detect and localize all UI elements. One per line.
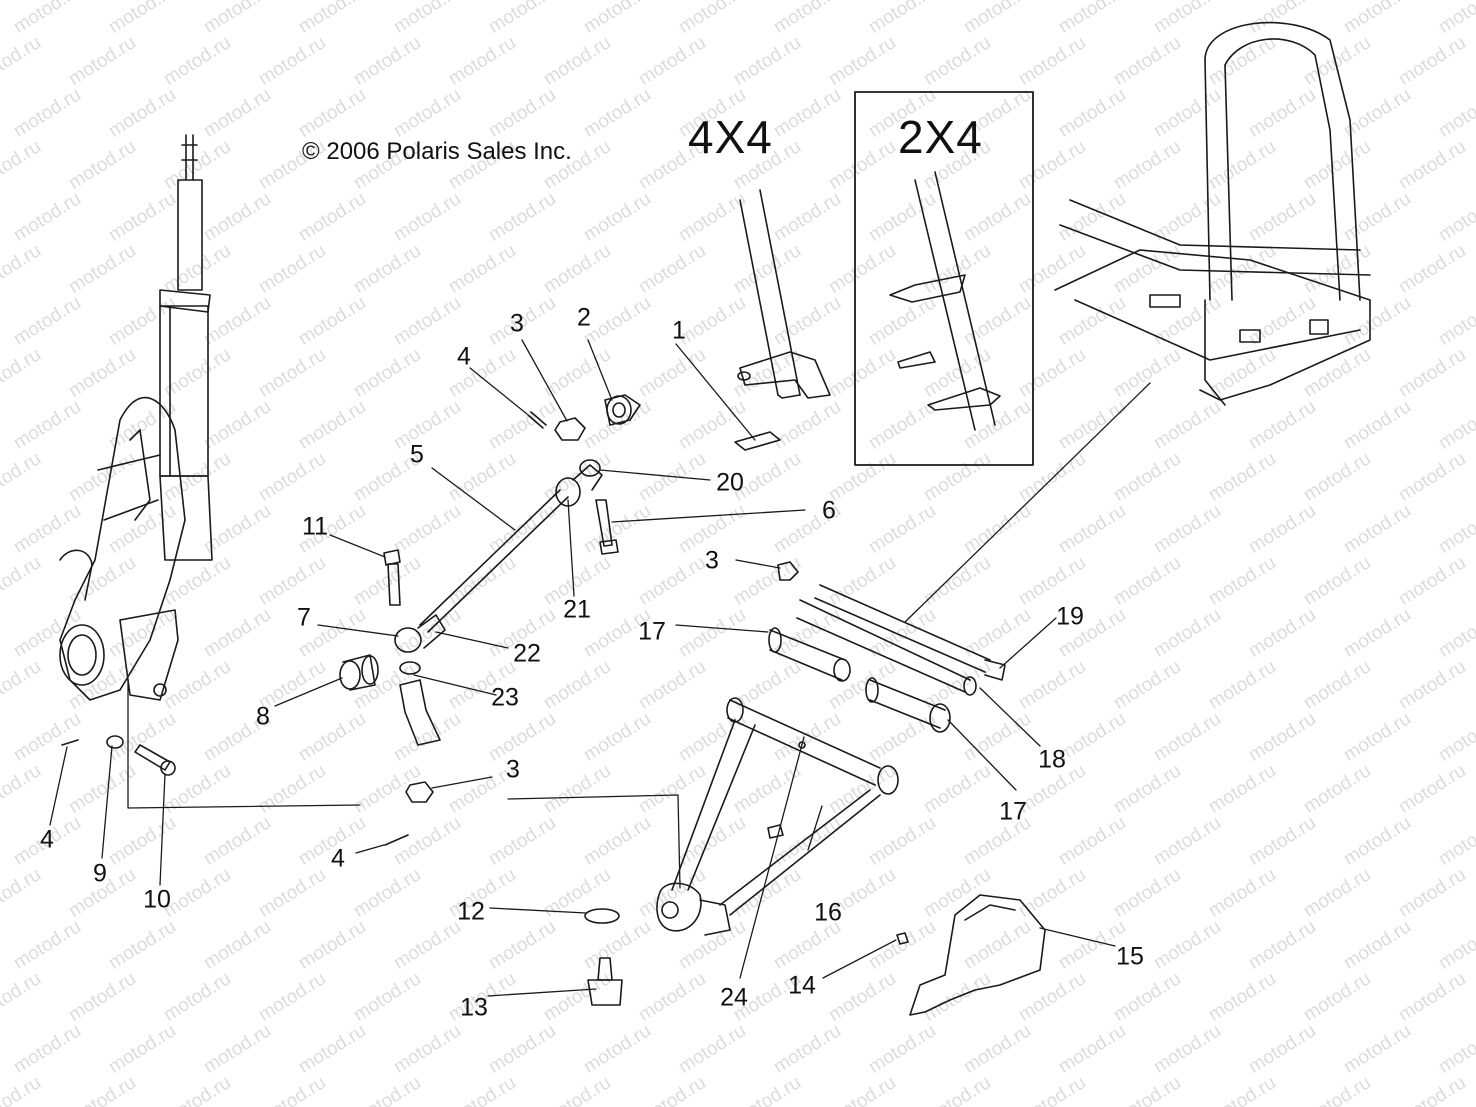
callout-4-b: 4 [40,825,54,854]
callout-9: 9 [93,859,107,888]
callout-12: 12 [457,897,485,926]
callout-10: 10 [143,885,171,914]
callout-1: 1 [672,316,686,345]
callout-13: 13 [460,993,488,1022]
strut-assembly [59,134,213,701]
callout-3-c: 3 [506,755,520,784]
callout-17: 17 [638,617,666,646]
callout-22: 22 [513,639,541,668]
frame-section [1054,21,1371,406]
callout-6: 6 [822,496,836,525]
callout-4-c: 4 [331,844,345,873]
callout-20: 20 [716,468,744,497]
callout-8: 8 [256,702,270,731]
callout-11: 11 [302,512,328,541]
inset-2x4-box [854,91,1034,466]
variant-label-4x4: 4X4 [688,111,773,163]
parts-small [61,394,1046,1016]
callout-21: 21 [563,595,591,624]
callout-3: 3 [510,309,524,338]
callout-3-b: 3 [705,546,719,575]
callout-17-b: 17 [999,797,1027,826]
callout-2: 2 [577,303,591,332]
copyright-text: © 2006 Polaris Sales Inc. [302,138,572,165]
callout-4: 4 [457,342,471,371]
callout-18: 18 [1038,745,1066,774]
callout-14: 14 [788,971,816,1000]
callout-19: 19 [1056,602,1084,631]
callout-7: 7 [297,603,311,632]
variant-label-2x4: 2X4 [898,111,983,163]
callout-16: 16 [814,898,842,927]
callout-15: 15 [1116,942,1144,971]
callout-24: 24 [720,983,748,1012]
steering-post-2x4 [889,171,1001,431]
leader-lines [49,339,1151,997]
callout-5: 5 [410,440,424,469]
steering-post-4x4 [737,189,831,399]
callout-23: 23 [491,683,519,712]
